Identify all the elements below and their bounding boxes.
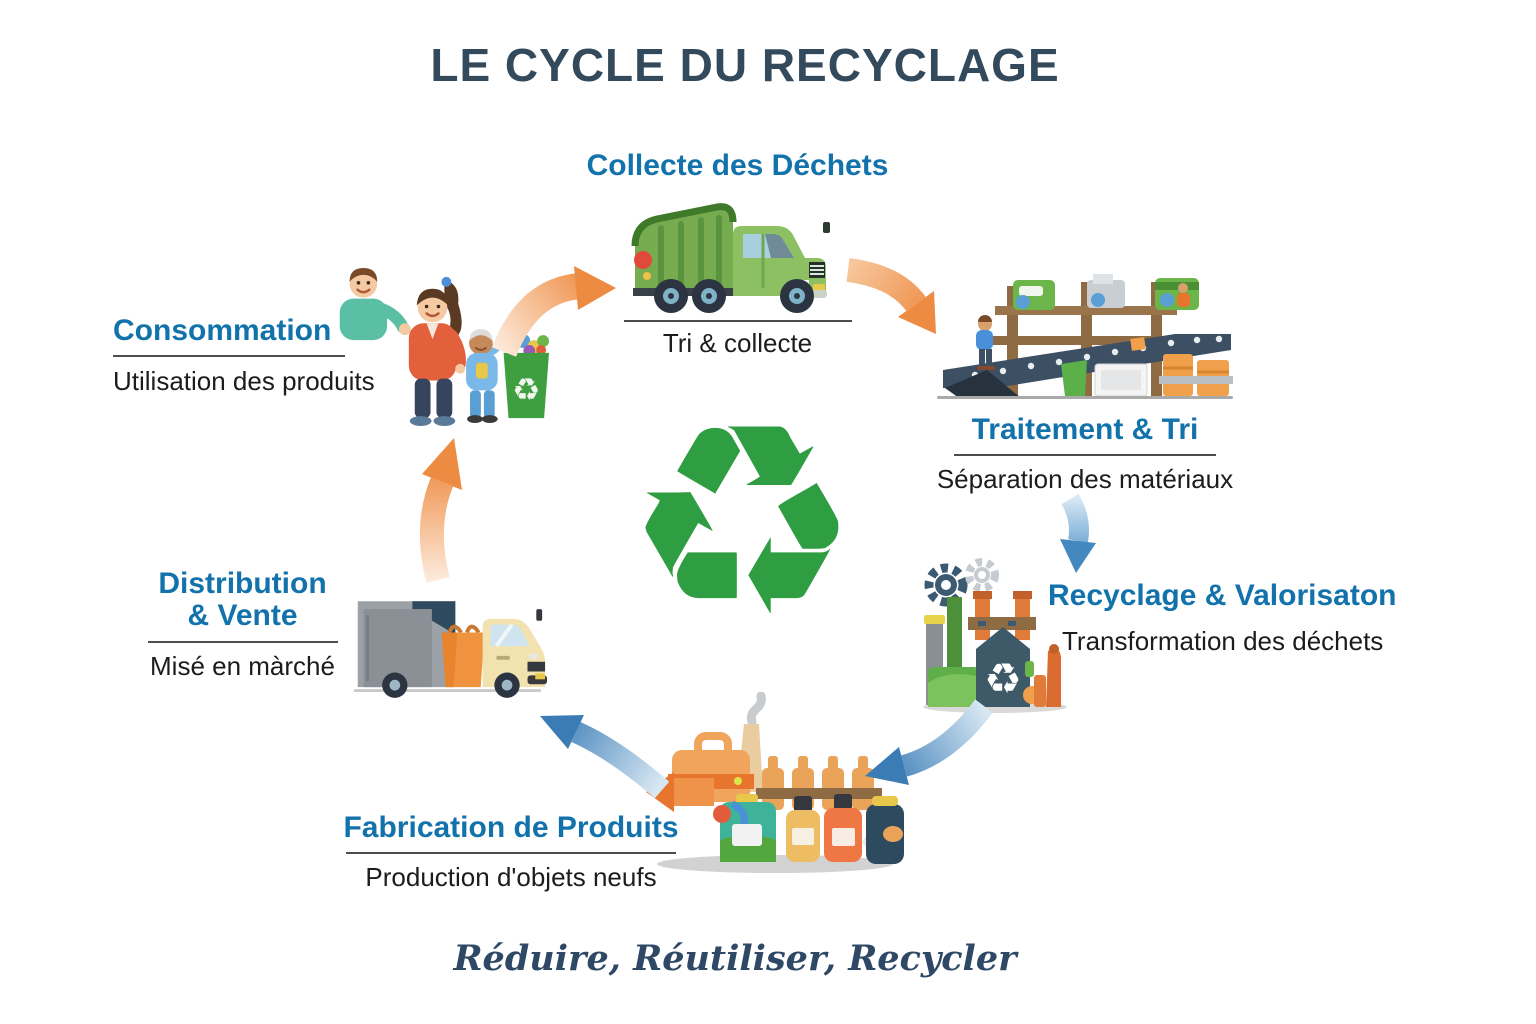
arrow-consommation-to-collecte-icon	[491, 266, 616, 357]
traitement-subtitle: Séparation des matériaux	[936, 463, 1234, 494]
garbage-truck-icon	[631, 202, 830, 313]
recyclage-title: Recyclage & Valorisaton	[1048, 579, 1397, 612]
fabrication-subtitle: Production d'objets neufs	[365, 861, 657, 892]
factory-recycle-glyph: ♻	[984, 654, 1022, 703]
arrow-recyclage-to-fabrication-icon	[865, 699, 993, 785]
recycling-factory-icon: ♻	[923, 558, 1067, 713]
tagline: Réduire, Réutiliser, Recycler	[453, 938, 1017, 979]
manufactured-products-icon	[646, 692, 904, 873]
stage-collecte: Collecte des Déchets	[565, 150, 910, 359]
consommation-divider	[113, 354, 345, 357]
stage-fabrication: Fabrication de Produits Production d'obj…	[335, 812, 687, 893]
recycle-symbol-icon: ♻	[623, 367, 861, 676]
traitement-title: Traitement & Tri	[971, 413, 1199, 446]
distribution-subtitle: Misé en màrché	[150, 651, 335, 681]
sorting-conveyor-icon	[937, 274, 1233, 399]
arrow-fabrication-to-distribution-icon	[540, 715, 670, 799]
stage-consommation: Consommation Utilisation des produits	[113, 315, 381, 397]
arrow-collecte-to-traitement-icon	[846, 258, 936, 334]
stage-traitement: Traitement & Tri Séparation des matériau…	[930, 272, 1240, 495]
consommation-subtitle: Utilisation des produits	[113, 365, 375, 396]
arrow-traitement-to-recyclage-icon	[1060, 493, 1096, 573]
stage-recyclage: Recyclage & Valorisaton Transformation d…	[1048, 580, 1448, 657]
distribution-title-line1: Distribution	[158, 567, 327, 600]
delivery-truck-icon	[353, 601, 548, 698]
traitement-divider	[954, 453, 1216, 456]
distribution-divider	[147, 641, 338, 643]
arrow-distribution-to-consommation-icon	[419, 438, 462, 584]
fabrication-title: Fabrication de Produits	[343, 811, 679, 844]
collecte-subtitle: Tri & collecte	[662, 327, 813, 358]
collecte-divider	[623, 319, 852, 322]
collecte-title: Collecte des Déchets	[586, 149, 889, 182]
stage-distribution: Distribution & Vente Misé en màrché	[140, 568, 345, 682]
consommation-title: Consommation	[113, 314, 332, 347]
distribution-title-line2: & Vente	[187, 598, 298, 632]
bin-recycle-glyph: ♻	[512, 372, 540, 408]
recyclage-subtitle: Transformation des déchets	[1062, 625, 1384, 656]
fabrication-divider	[346, 851, 676, 854]
page-title: LE CYCLE DU RECYCLAGE	[430, 39, 1060, 91]
